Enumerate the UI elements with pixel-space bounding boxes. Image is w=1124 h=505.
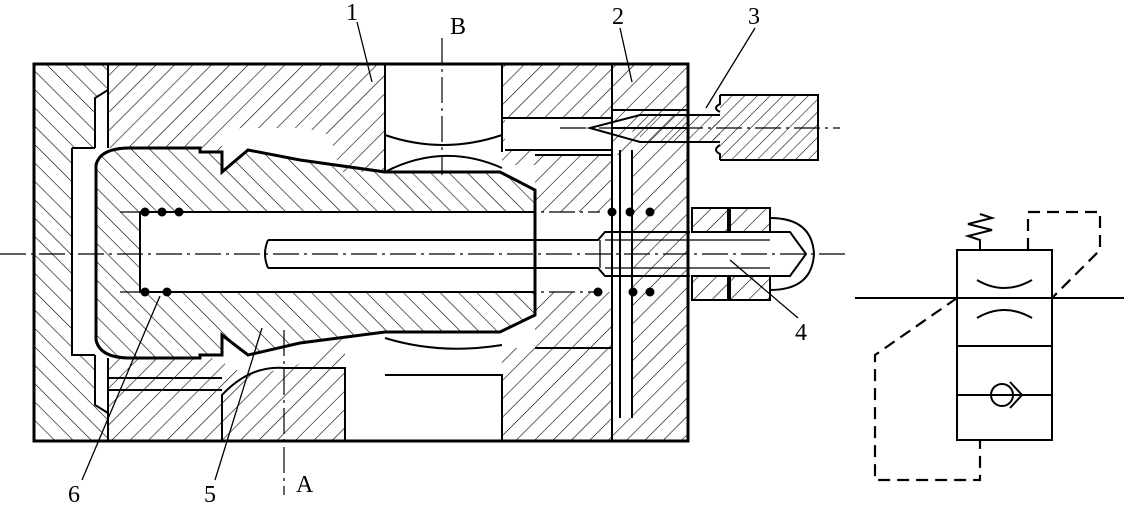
leader-line-3 [705, 27, 756, 109]
symbol-throttle-arc-upper [976, 279, 1033, 289]
upper-right-body-section [502, 65, 612, 165]
o-ring-seal [607, 207, 617, 217]
label-port-a: A [296, 472, 314, 498]
label-part-2: 2 [612, 4, 624, 30]
right-end-cap-section [612, 65, 688, 440]
upper-left-body-section [108, 65, 385, 172]
leader-line-1 [356, 21, 373, 83]
symbol-spring [964, 213, 996, 250]
leader-line-6 [81, 295, 161, 481]
label-part-1: 1 [346, 0, 358, 26]
drain-passage [108, 377, 222, 391]
leader-lines [81, 21, 799, 481]
upper-piston-land [535, 165, 612, 212]
part-labels: 1 B 2 3 4 5 6 A [68, 0, 807, 505]
leader-line-2 [619, 27, 633, 83]
port-b-intersection-curve-lower [384, 155, 503, 173]
pilot-needle-outline [586, 114, 720, 143]
symbol-check-ball [990, 383, 1014, 407]
label-port-b: B [450, 14, 466, 40]
pilot-screw-grooves [715, 95, 721, 160]
left-cap-bore [71, 147, 95, 356]
o-ring-seal [625, 207, 635, 217]
poppet-inner-bore [139, 211, 535, 293]
label-part-3: 3 [748, 4, 760, 30]
lower-piston-land [535, 292, 612, 348]
lower-left-body-section [108, 338, 345, 440]
right-cap-drain-slot [619, 150, 633, 418]
symbol-pilot-line-upper [1026, 210, 1102, 299]
centerlines [0, 38, 850, 495]
symbol-pilot-line-lower [873, 297, 982, 482]
valve-body [32, 62, 690, 443]
lock-nut-outline [691, 207, 729, 301]
valve-body-outline [32, 62, 690, 443]
rod-outline [268, 231, 690, 277]
label-part-5: 5 [204, 482, 216, 505]
label-part-4: 4 [795, 320, 807, 346]
port-b-intersection-curve-upper [384, 134, 503, 146]
poppet-upper-section [96, 148, 535, 290]
lower-right-body-section [502, 348, 612, 440]
port-a-bore [221, 366, 346, 440]
rod-end-cone [770, 231, 808, 277]
leader-line-5 [214, 327, 263, 481]
cap-nut-dome [769, 217, 816, 291]
label-part-6: 6 [68, 482, 80, 505]
o-ring-seal [645, 207, 655, 217]
pilot-passage [502, 109, 688, 151]
seals [140, 154, 655, 349]
poppet-spool [94, 146, 537, 360]
symbol-throttle-arc-lower [976, 309, 1033, 319]
hydraulic-symbol [855, 210, 1124, 482]
left-cap-recess-upper [94, 89, 109, 148]
port-b-bore [384, 65, 503, 172]
left-cap-recess-lower [94, 355, 109, 414]
port-a-intersection-curve [384, 337, 503, 440]
poppet-lower-section [96, 290, 535, 358]
adjusting-rod [264, 207, 816, 301]
symbol-check-seat [1009, 381, 1024, 409]
o-ring-seal [628, 287, 638, 297]
o-ring-seal [645, 287, 655, 297]
leader-line-4 [729, 259, 799, 319]
rod-thread-root [605, 239, 770, 269]
